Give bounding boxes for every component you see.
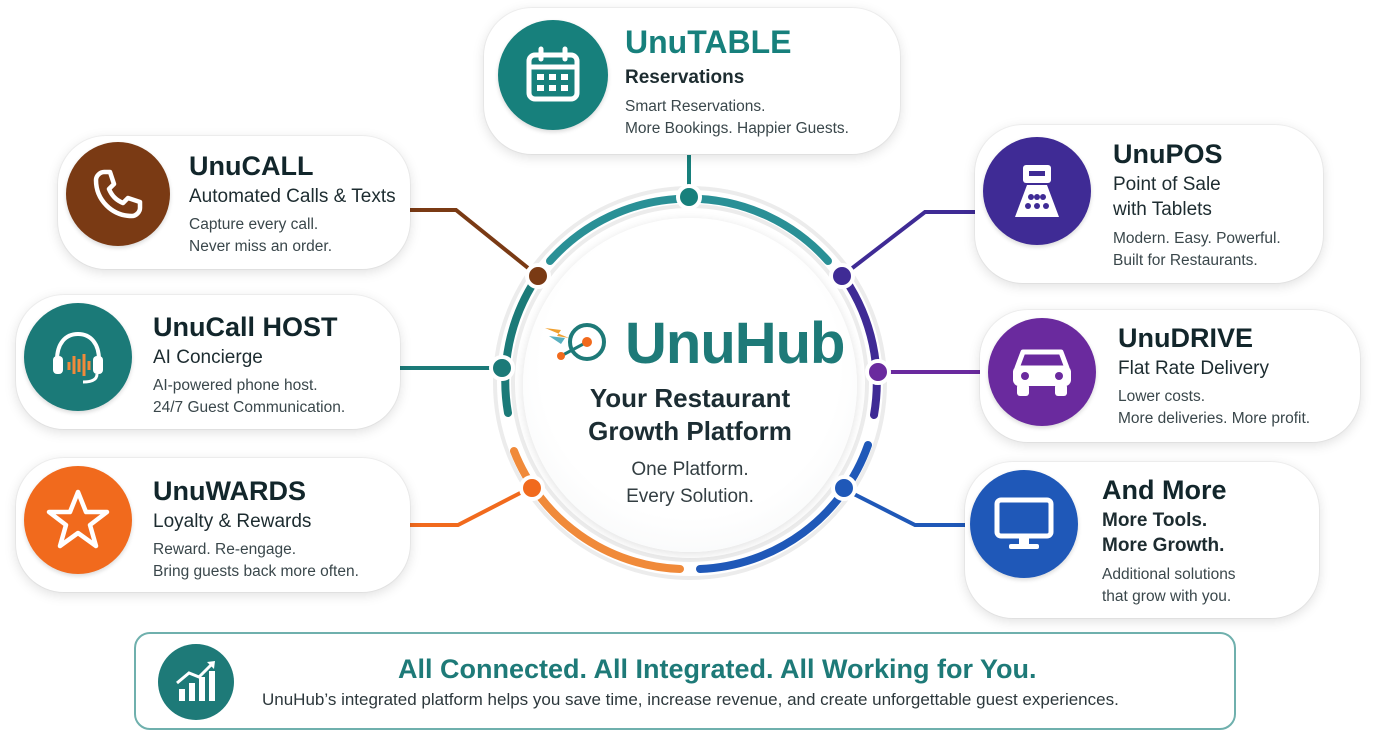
product-description: Additional solutions that grow with you. [1102,564,1236,608]
product-subtitle: Flat Rate Delivery [1118,358,1269,379]
hub-title-line: Your Restaurant [589,383,791,413]
car-icon [988,318,1096,426]
dot-unupos [829,263,855,289]
description-line: Lower costs. [1118,388,1206,405]
card-unutable[interactable]: UnuTABLE Reservations Smart Reservations… [484,8,900,154]
dot-unucall [525,263,551,289]
product-name: UnuDRIVE [1118,323,1253,353]
subtitle-line: Point of Sale [1113,174,1221,195]
description-line: 24/7 Guest Communication. [153,399,346,416]
ring-segment-purple [841,275,881,419]
product-description: Reward. Re-engage. Bring guests back mor… [153,539,359,583]
description-line: Bring guests back more often. [153,563,359,580]
hub-tagline: One Platform. Every Solution. [540,456,840,510]
product-subtitle: Loyalty & Rewards [153,511,312,532]
product-subtitle: AI Concierge [153,347,263,368]
product-name: And More [1102,475,1227,505]
dot-and-more [831,475,857,501]
integration-banner: All Connected. All Integrated. All Worki… [134,632,1236,730]
product-description: AI-powered phone host. 24/7 Guest Commun… [153,375,345,419]
hub-center [523,218,857,552]
dot-unucall-host [489,355,515,381]
card-and-more[interactable]: And More More Tools. More Growth. Additi… [965,462,1319,618]
description-line: More Bookings. Happier Guests. [625,120,849,137]
hub-title: Your Restaurant Growth Platform [540,382,840,448]
unuhub-logo-icon [545,323,606,361]
product-subtitle: More Tools. More Growth. [1102,508,1224,558]
description-line: Capture every call. [189,216,319,233]
product-subtitle: Automated Calls & Texts [189,186,396,207]
card-unupos[interactable]: UnuPOS Point of Sale with Tablets Modern… [975,125,1323,283]
connector-unupos [840,210,975,278]
description-line: that grow with you. [1102,588,1232,605]
dot-unutable [676,184,702,210]
description-line: Built for Restaurants. [1113,252,1258,269]
description-line: Reward. Re-engage. [153,541,297,558]
phone-icon [66,142,170,246]
product-description: Smart Reservations. More Bookings. Happi… [625,96,849,140]
dot-unudrive [865,359,891,385]
product-subtitle: Reservations [625,67,745,88]
card-unucall-host[interactable]: UnuCall HOST AI Concierge AI-powered pho… [16,295,400,429]
product-name: UnuWARDS [153,476,306,506]
description-line: More deliveries. More profit. [1118,410,1311,427]
growth-chart-icon [158,644,234,720]
subtitle-line: More Tools. [1102,510,1208,531]
hub-tagline-line: Every Solution. [626,486,754,507]
product-description: Lower costs. More deliveries. More profi… [1118,386,1310,430]
description-line: Never miss an order. [189,238,332,255]
ring-segment-blue [696,441,872,573]
description-line: Additional solutions [1102,566,1236,583]
hub-title-line: Growth Platform [588,416,792,446]
card-unudrive[interactable]: UnuDRIVE Flat Rate Delivery Lower costs.… [980,310,1360,442]
description-line: Modern. Easy. Powerful. [1113,230,1281,247]
description-line: AI-powered phone host. [153,377,318,394]
product-name: UnuCall HOST [153,312,338,342]
card-unuwards[interactable]: UnuWARDS Loyalty & Rewards Reward. Re-en… [16,458,410,592]
description-line: Smart Reservations. [625,98,766,115]
product-name: UnuPOS [1113,139,1223,169]
product-name: UnuCALL [189,151,314,181]
pos-terminal-icon [983,137,1091,245]
ring-segment-left [501,275,540,417]
star-icon [24,466,132,574]
subtitle-line: More Growth. [1102,535,1225,556]
dot-unuwards [519,475,545,501]
product-description: Capture every call. Never miss an order. [189,214,332,258]
connector-and-more [841,486,965,527]
headset-icon [24,303,132,411]
hub-brand: UnuHub [625,311,845,376]
banner-body: UnuHub’s integrated platform helps you s… [262,690,1119,709]
hub-tagline-line: One Platform. [631,459,749,480]
monitor-icon [970,470,1078,578]
product-description: Modern. Easy. Powerful. Built for Restau… [1113,228,1281,272]
card-unucall[interactable]: UnuCALL Automated Calls & Texts Capture … [58,136,410,269]
product-subtitle: Point of Sale with Tablets [1113,172,1221,222]
subtitle-line: with Tablets [1113,199,1212,220]
calendar-icon [498,20,608,130]
product-name: UnuTABLE [625,24,792,60]
connector-unuwards [410,486,531,527]
connector-unucall [410,208,540,278]
banner-headline: All Connected. All Integrated. All Worki… [398,654,1037,684]
